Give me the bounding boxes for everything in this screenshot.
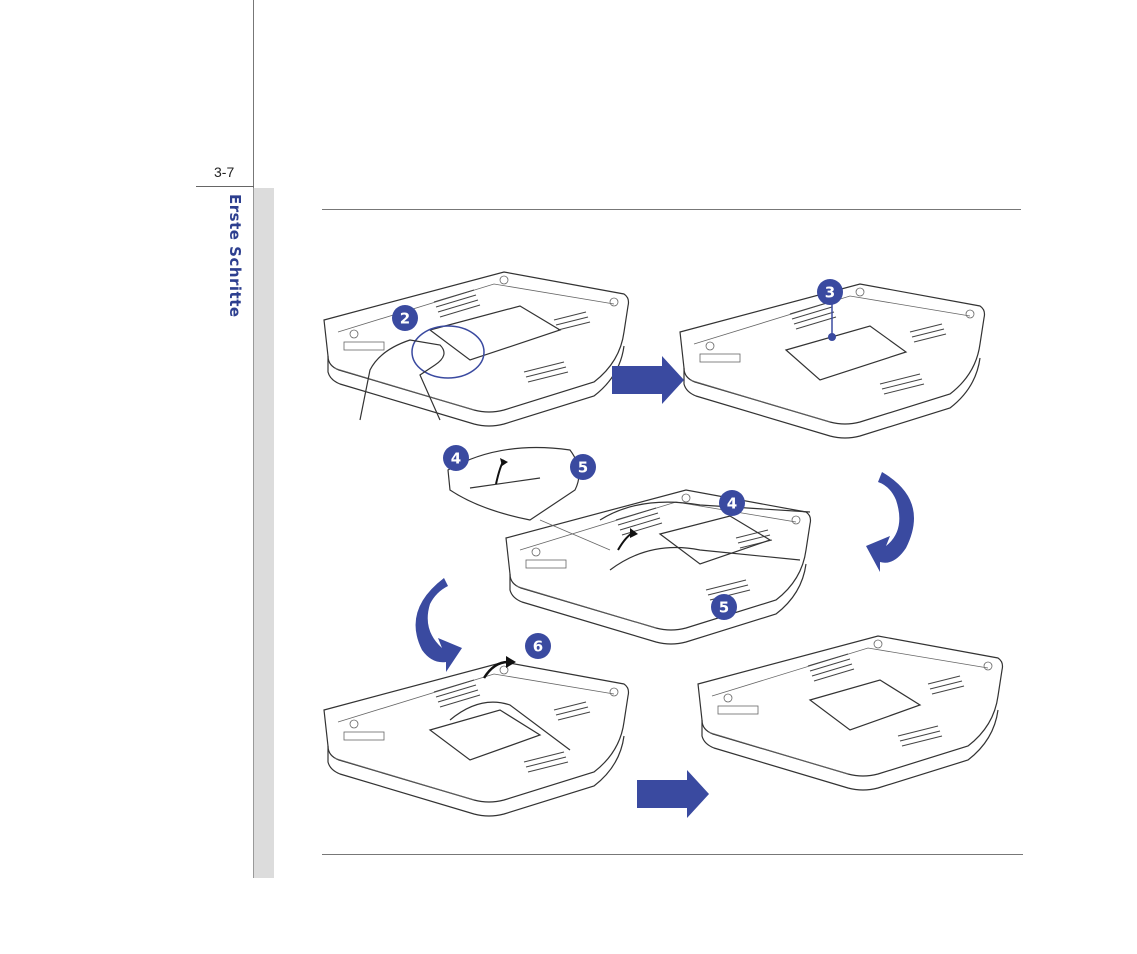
svg-text:2: 2 <box>400 310 410 328</box>
svg-text:5: 5 <box>578 459 588 477</box>
step-badge-2: 2 <box>392 305 418 331</box>
step-badge-5-inset: 5 <box>570 454 596 480</box>
svg-text:3: 3 <box>825 284 835 302</box>
svg-text:6: 6 <box>533 638 543 656</box>
laptop-panel-2 <box>680 284 985 438</box>
step-badge-6: 6 <box>525 633 551 659</box>
laptop-panel-5 <box>698 636 1003 790</box>
step-badge-5: 5 <box>711 594 737 620</box>
laptop-panel-4 <box>324 656 629 816</box>
curved-arrow-down-icon <box>416 578 462 672</box>
svg-text:5: 5 <box>719 599 729 617</box>
svg-text:4: 4 <box>451 450 461 468</box>
step-badge-3: 3 <box>817 279 843 305</box>
highlight-circle <box>412 326 484 378</box>
step-badge-4: 4 <box>719 490 745 516</box>
arrow-right-icon <box>637 770 709 818</box>
svg-text:4: 4 <box>727 495 737 513</box>
laptop-panel-1 <box>324 272 629 426</box>
laptop-panel-3 <box>448 448 811 645</box>
curved-arrow-down-icon <box>866 472 914 572</box>
step-badge-4-inset: 4 <box>443 445 469 471</box>
arrow-right-icon <box>612 356 684 404</box>
